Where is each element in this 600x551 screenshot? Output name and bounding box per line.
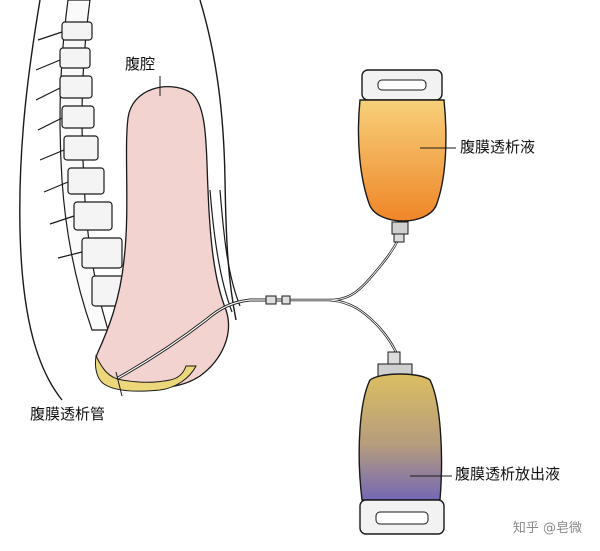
label-peritoneal-cavity: 腹腔 xyxy=(125,55,156,73)
peritoneal-cavity xyxy=(95,86,230,389)
dialysis-fluid-bag xyxy=(357,69,447,243)
y-connector xyxy=(290,239,400,353)
label-dialysis-catheter: 腹膜透析管 xyxy=(30,405,106,423)
abdominal-wall xyxy=(209,189,241,313)
watermark: 知乎 @皂微 xyxy=(512,521,582,536)
label-dialysis-fluid: 腹膜透析液 xyxy=(460,138,536,156)
spine xyxy=(35,0,133,331)
body-outline xyxy=(19,0,237,401)
leader-lines xyxy=(115,76,456,477)
drained-fluid-bag xyxy=(358,351,445,535)
label-drained-fluid: 腹膜透析放出液 xyxy=(455,465,561,483)
pelvic-bone xyxy=(95,354,197,392)
